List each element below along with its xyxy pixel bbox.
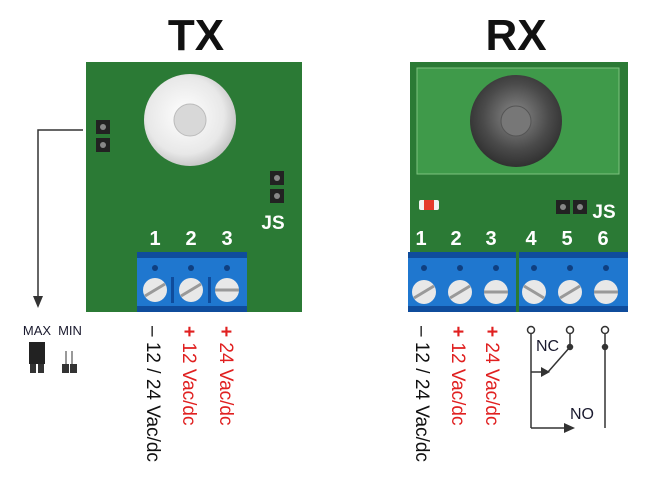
min-label: MIN bbox=[58, 323, 82, 338]
rx-terminal-2: 2 bbox=[450, 228, 461, 250]
no-label: NO bbox=[570, 406, 594, 423]
rx-wire-2: + 12 Vac/dc bbox=[447, 326, 468, 425]
nc-label: NC bbox=[536, 338, 559, 355]
rx-led-icon bbox=[419, 200, 439, 210]
rx-terminal-block bbox=[408, 252, 628, 312]
range-arrow bbox=[33, 129, 83, 308]
tx-wire-2: + 12 Vac/dc bbox=[178, 326, 199, 425]
max-label: MAX bbox=[23, 323, 52, 338]
tx-wire-1: – 12 / 24 Vac/dc bbox=[142, 326, 163, 462]
screw[interactable] bbox=[448, 280, 472, 304]
rx-terminal-numbers: 1 2 3 4 5 6 bbox=[415, 228, 608, 250]
tx-pir-lens bbox=[144, 74, 236, 166]
screw[interactable] bbox=[179, 278, 203, 302]
tx-terminal-2: 2 bbox=[185, 228, 196, 250]
screw[interactable] bbox=[594, 280, 618, 304]
rx-title: RX bbox=[485, 11, 546, 60]
tx-wire-3: + 24 Vac/dc bbox=[215, 326, 236, 425]
screw[interactable] bbox=[143, 278, 167, 302]
rx-wiring-labels: – 12 / 24 Vac/dc + 12 Vac/dc + 24 Vac/dc bbox=[411, 326, 502, 462]
rx-wire-1: – 12 / 24 Vac/dc bbox=[411, 326, 432, 462]
rx-terminal-6: 6 bbox=[597, 228, 608, 250]
relay-schematic bbox=[526, 325, 610, 433]
tx-title: TX bbox=[168, 11, 224, 60]
screw[interactable] bbox=[558, 280, 582, 304]
max-jumper-icon bbox=[29, 342, 45, 373]
tx-terminal-numbers: 1 2 3 bbox=[149, 228, 232, 250]
rx-terminal-1: 1 bbox=[415, 228, 426, 250]
rx-terminal-3: 3 bbox=[485, 228, 496, 250]
min-jumper-icon bbox=[62, 351, 77, 373]
tx-terminal-3: 3 bbox=[221, 228, 232, 250]
tx-js-label: JS bbox=[261, 213, 284, 234]
screw[interactable] bbox=[522, 280, 546, 304]
tx-js-jumper[interactable] bbox=[270, 171, 284, 203]
tx-terminal-1: 1 bbox=[149, 228, 160, 250]
screw[interactable] bbox=[215, 278, 239, 302]
tx-wiring-labels: – 12 / 24 Vac/dc + 12 Vac/dc + 24 Vac/dc bbox=[142, 326, 236, 462]
tx-terminal-block bbox=[137, 252, 247, 312]
rx-js-jumper[interactable] bbox=[556, 200, 587, 214]
screw[interactable] bbox=[484, 280, 508, 304]
rx-pir-lens bbox=[470, 75, 562, 167]
rx-wire-3: + 24 Vac/dc bbox=[481, 326, 502, 425]
rx-js-label: JS bbox=[592, 202, 615, 223]
rx-terminal-4: 4 bbox=[525, 228, 537, 250]
tx-range-jumper[interactable] bbox=[96, 120, 110, 152]
rx-terminal-5: 5 bbox=[561, 228, 572, 250]
screw[interactable] bbox=[412, 280, 436, 304]
